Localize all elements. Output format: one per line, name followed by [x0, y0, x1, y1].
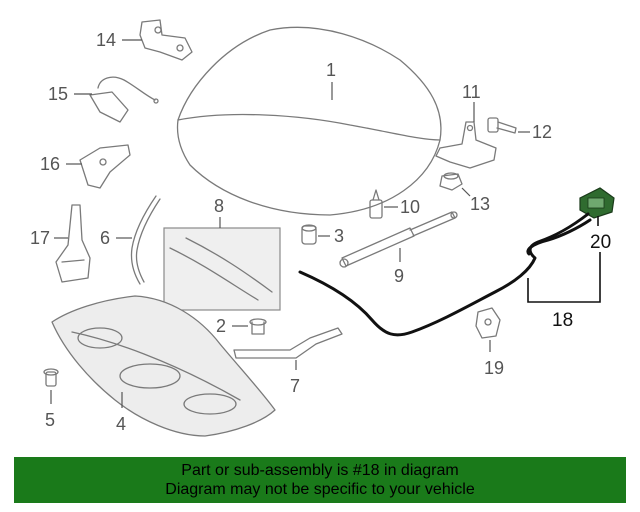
- release-handle-15-part: [89, 76, 159, 123]
- banner-line-disclaimer: Diagram may not be specific to your vehi…: [165, 481, 475, 498]
- stay-bracket-17-part: [55, 204, 91, 283]
- hood-panel-part: [176, 26, 442, 216]
- clip-19-part: [475, 307, 501, 339]
- callout-14: 14: [96, 30, 116, 50]
- callout-5: 5: [45, 410, 55, 430]
- parts-diagram: 1 14 15 16 17 6 8: [30, 19, 615, 437]
- callout-7: 7: [290, 376, 300, 396]
- callout-19: 19: [484, 358, 504, 378]
- insulator-4-part: [51, 295, 276, 437]
- callout-15: 15: [48, 84, 68, 104]
- seal-7-part: [233, 327, 343, 359]
- hinge-bracket-14-part: [139, 19, 193, 61]
- callout-2: 2: [216, 316, 226, 336]
- bracket-16-part: [79, 144, 131, 189]
- support-strut-9-part: [339, 211, 458, 268]
- stopper-13-part: [439, 172, 463, 191]
- callout-12: 12: [532, 122, 552, 142]
- leader-18: [527, 252, 601, 303]
- bumper-3-part: [301, 224, 317, 245]
- callout-4: 4: [116, 414, 126, 434]
- release-cable-18-part: [298, 212, 592, 337]
- info-banner: Part or sub-assembly is #18 in diagram D…: [14, 457, 626, 503]
- callout-17: 17: [30, 228, 50, 248]
- seal-kit-8-part: [163, 227, 281, 311]
- clip-10-part: [369, 189, 383, 219]
- leader-13: [461, 187, 471, 197]
- callout-13: 13: [470, 194, 490, 214]
- callout-9: 9: [394, 266, 404, 286]
- callout-6: 6: [100, 228, 110, 248]
- banner-line-part-number: Part or sub-assembly is #18 in diagram: [181, 462, 459, 479]
- grommet-2-part: [249, 318, 267, 335]
- callout-10: 10: [400, 197, 420, 217]
- seal-strip-6-part: [130, 195, 161, 285]
- bolt-12-part: [487, 117, 517, 134]
- callout-1: 1: [326, 60, 336, 80]
- callout-8: 8: [214, 196, 224, 216]
- clip-5-part: [43, 368, 59, 387]
- callout-3: 3: [334, 226, 344, 246]
- hood-latch-20-part: [579, 187, 615, 219]
- callout-20: 20: [590, 232, 611, 253]
- callout-16: 16: [40, 154, 60, 174]
- hinge-11-part: [435, 121, 497, 169]
- callout-18: 18: [552, 310, 573, 331]
- callout-11: 11: [462, 82, 481, 102]
